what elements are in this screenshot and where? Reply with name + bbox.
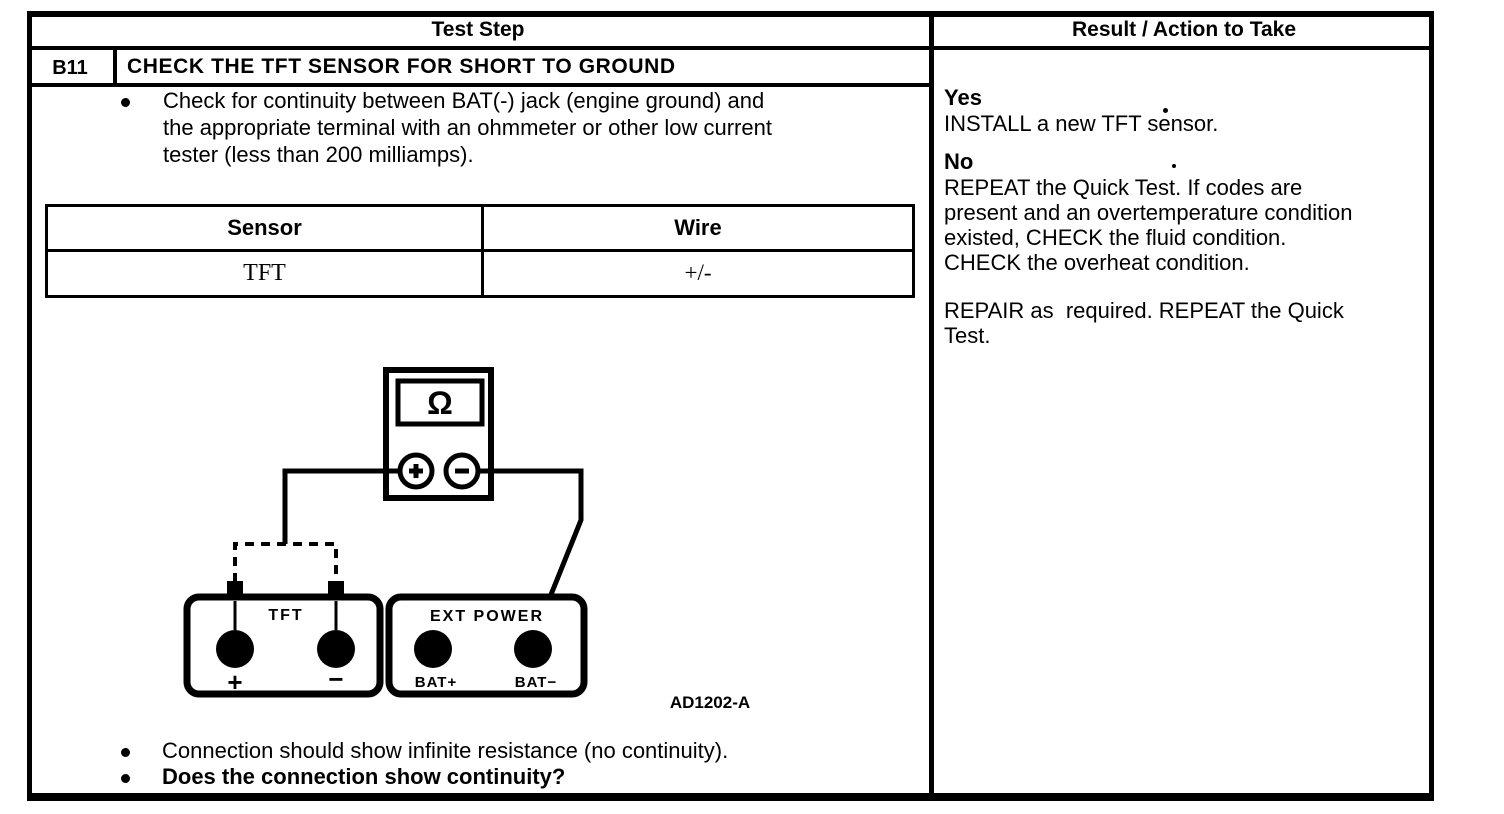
- tft-minus-jack-label: −: [328, 664, 343, 694]
- bat-plus-jack-label: BAT+: [415, 674, 457, 691]
- dashed-jumper-wire: [233, 542, 338, 582]
- sensor-table-row-divider: [48, 249, 912, 252]
- result-no-action-line: existed, CHECK the fluid condition.: [944, 225, 1287, 250]
- wire-column-header: Wire: [674, 215, 722, 240]
- step-id-divider: [113, 50, 117, 83]
- result-yes-action: INSTALL a new TFT sensor.: [944, 111, 1219, 136]
- table-border-top: [27, 11, 1434, 17]
- question-bullet: Does the connection show continuity?: [162, 764, 566, 789]
- result-yes-label: Yes: [944, 85, 982, 110]
- table-border-right: [1429, 11, 1434, 801]
- scan-artifact-dot: [1172, 164, 1176, 168]
- ohm-symbol: Ω: [427, 385, 453, 421]
- result-no-action-line: REPEAT the Quick Test. If codes are: [944, 175, 1303, 200]
- bat-minus-jack-label: BAT−: [515, 674, 557, 691]
- instruction-line: Check for continuity between BAT(-) jack…: [163, 88, 765, 113]
- bullet-marker: [121, 774, 130, 783]
- ext-power-block-label: EXT POWER: [430, 608, 544, 625]
- wire-cell-value: +/-: [684, 260, 712, 285]
- sensor-table-col-divider: [481, 207, 484, 295]
- sensor-cell-value: TFT: [243, 260, 286, 286]
- scan-artifact-dot: [1163, 108, 1168, 113]
- step-id: B11: [52, 57, 88, 79]
- result-repair-line: Test.: [944, 323, 991, 348]
- tft-block-label: TFT: [268, 607, 303, 624]
- result-no-action-line: CHECK the overheat condition.: [944, 250, 1250, 275]
- tft-plus-jack-label: +: [227, 667, 242, 697]
- instruction-line: the appropriate terminal with an ohmmete…: [163, 115, 772, 140]
- sensor-wire-table: Sensor Wire TFT +/-: [45, 204, 915, 298]
- plus-glyph-icon: [409, 464, 423, 478]
- result-repair-line: REPAIR as required. REPEAT the Quick: [944, 298, 1344, 323]
- bullet-marker: [121, 98, 130, 107]
- column-divider: [929, 11, 934, 793]
- probe-stem: [233, 601, 338, 630]
- ohmmeter-wiring-diagram: Ω TFT EXT POWER + − BAT+ BAT− AD1202-A: [183, 367, 750, 712]
- tft-plus-jack-icon: [216, 630, 254, 668]
- step-row-underline: [27, 83, 931, 87]
- observation-bullet: Connection should show infinite resistan…: [162, 738, 729, 763]
- table-border-left: [27, 11, 32, 801]
- negative-lead-wire: [478, 468, 584, 623]
- result-action-header: Result / Action to Take: [1071, 18, 1297, 41]
- instruction-line: tester (less than 200 milliamps).: [163, 142, 474, 167]
- header-underline: [27, 46, 1434, 50]
- result-no-label: No: [944, 149, 974, 174]
- ohmmeter-display: [395, 378, 485, 427]
- step-title: CHECK THE TFT SENSOR FOR SHORT TO GROUND: [127, 55, 676, 78]
- bat-minus-jack-icon: [514, 630, 552, 668]
- result-no-action-line: present and an overtemperature condition: [944, 200, 1353, 225]
- bullet-marker: [121, 748, 130, 757]
- sensor-column-header: Sensor: [227, 215, 302, 240]
- table-border-bottom: [27, 793, 1434, 801]
- bat-plus-jack-icon: [414, 630, 452, 668]
- figure-id-label: AD1202-A: [670, 693, 750, 712]
- test-step-header: Test Step: [431, 18, 525, 41]
- positive-lead-wire: [282, 468, 400, 544]
- tft-minus-jack-icon: [317, 630, 355, 668]
- ext-power-jack-block: [385, 593, 588, 698]
